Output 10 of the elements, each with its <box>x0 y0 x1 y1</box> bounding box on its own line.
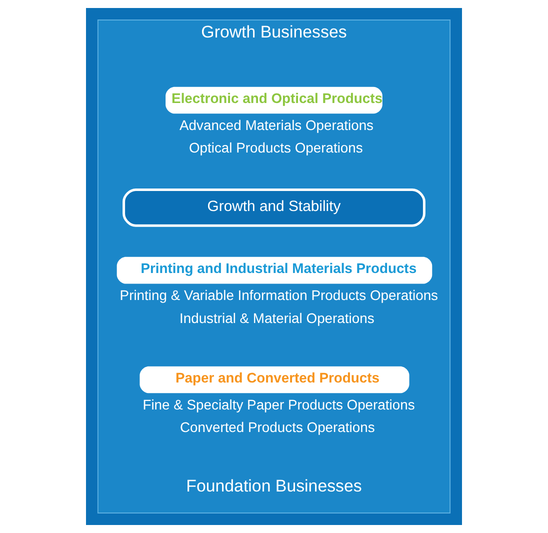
node-box: Electronic and Optical Products <box>166 86 382 114</box>
node-label: Fine & Specialty Paper Products Operations <box>142 396 415 412</box>
node-box: Printing and Industrial Materials Products <box>116 256 432 284</box>
node-box: Paper and Converted Products <box>140 366 410 394</box>
node-label: Optical Products Operations <box>188 140 363 156</box>
node-label: Printing & Variable Information Products Operations <box>120 286 438 303</box>
node-label: Converted Products Operations <box>180 419 375 436</box>
node-box: Growth and Stability <box>122 188 426 227</box>
node-label: Industrial & Material Operations <box>180 310 374 326</box>
node-label: Advanced Materials Operations <box>180 116 374 133</box>
